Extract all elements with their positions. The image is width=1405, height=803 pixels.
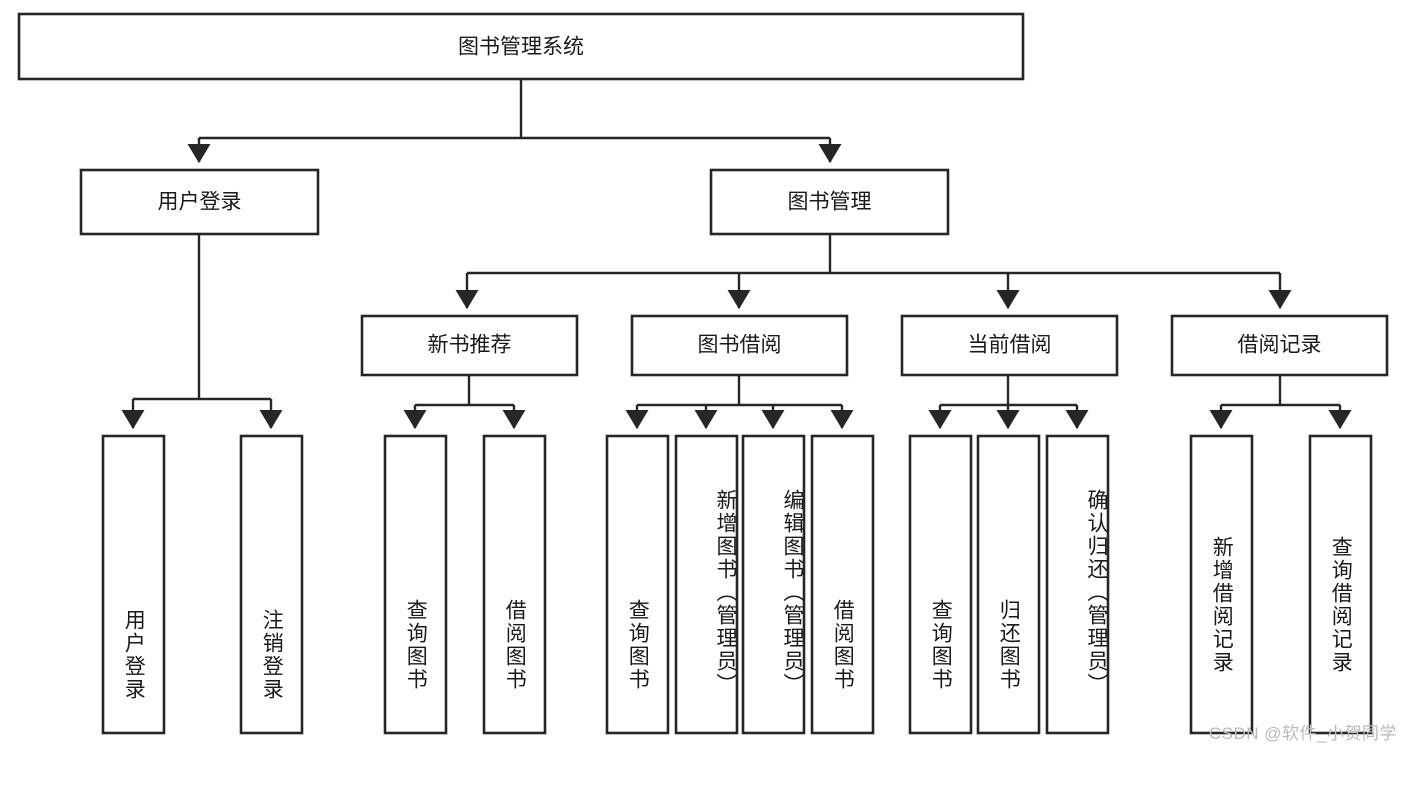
- functional-structure-diagram: 图书管理系统 用户登录 图书管理 新书推荐 图书借阅 当前借阅 借阅记录 用户登…: [17, 12, 1397, 743]
- node-leaf-user-login[interactable]: [101, 434, 166, 735]
- connector-group: [121, 79, 1352, 430]
- node-leaf-borrow-book-1[interactable]: [482, 434, 547, 735]
- node-new-book-rec[interactable]: [360, 314, 579, 377]
- node-user-login[interactable]: [79, 168, 320, 236]
- node-leaf-user-logout[interactable]: [239, 434, 304, 735]
- node-leaf-return-book[interactable]: [976, 434, 1041, 735]
- csdn-watermark: CSDN @软件_小贺同学: [1208, 724, 1397, 743]
- node-leaf-query-book-2[interactable]: [605, 434, 670, 735]
- node-leaf-query-record[interactable]: [1308, 434, 1373, 735]
- node-book-manage[interactable]: [709, 168, 950, 236]
- node-new-book-rec-label: 新书推荐: [428, 334, 512, 357]
- node-book-borrow[interactable]: [630, 314, 849, 377]
- node-leaf-add-book[interactable]: [674, 434, 739, 735]
- node-leaf-confirm-return[interactable]: [1045, 434, 1110, 735]
- node-borrow-record[interactable]: [1170, 314, 1389, 377]
- node-leaf-edit-book[interactable]: [741, 434, 806, 735]
- node-leaf-add-record[interactable]: [1189, 434, 1254, 735]
- diagram-canvas: 图书管理系统 用户登录 图书管理 新书推荐 图书借阅 当前借阅 借阅记录: [17, 12, 1389, 735]
- node-user-login-label: 用户登录: [158, 191, 242, 214]
- node-leaf-query-book-3[interactable]: [908, 434, 973, 735]
- node-leaf-borrow-book-2[interactable]: [810, 434, 875, 735]
- node-borrow-record-label: 借阅记录: [1238, 334, 1322, 357]
- node-leaf-query-book-1[interactable]: [383, 434, 448, 735]
- node-root-label: 图书管理系统: [458, 36, 584, 59]
- node-root[interactable]: [17, 12, 1025, 81]
- node-current-borrow[interactable]: [900, 314, 1119, 377]
- node-book-manage-label: 图书管理: [788, 191, 872, 214]
- node-book-borrow-label: 图书借阅: [698, 334, 782, 357]
- node-current-borrow-label: 当前借阅: [968, 334, 1052, 357]
